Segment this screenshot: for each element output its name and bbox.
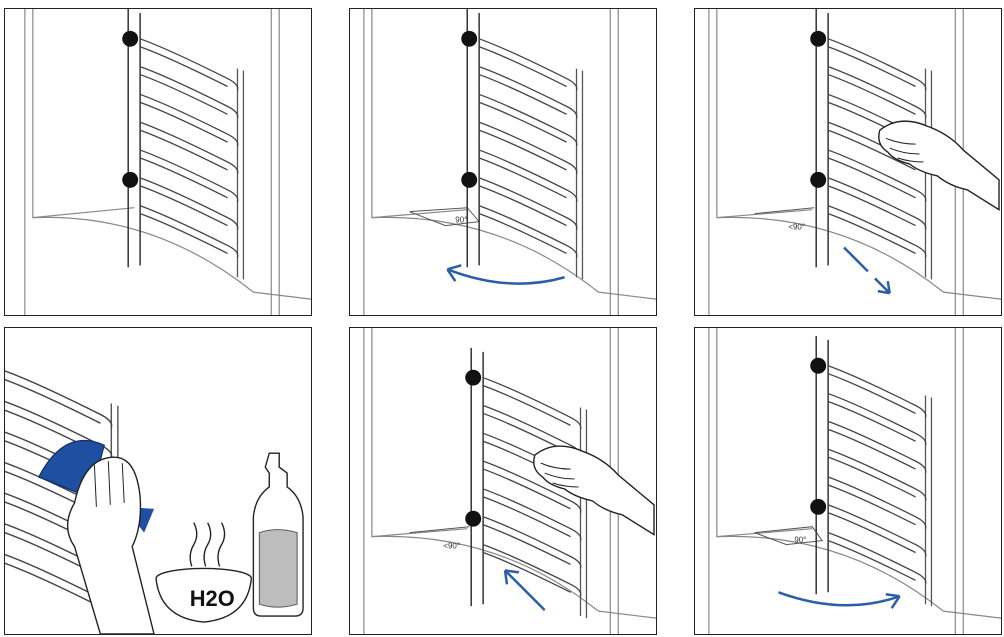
angle-label: 90°: [794, 536, 806, 545]
step-5-illustration: <90°: [363, 328, 656, 634]
step-2-illustration: 90°: [363, 9, 656, 315]
step-6-panel: 90°: [694, 327, 1002, 635]
step-2-panel: 90°: [349, 8, 657, 316]
detergent-bottle-icon: [252, 452, 304, 617]
pull-arrow: [843, 246, 891, 295]
angle-label: 90°: [455, 216, 467, 225]
step-3-panel: <90°: [694, 8, 1002, 316]
step-4-illustration: H2O: [5, 337, 304, 634]
step-3-illustration: <90°: [708, 9, 1001, 315]
step-5-panel: <90°: [349, 327, 657, 635]
push-arrow: [504, 569, 546, 612]
water-label: H2O: [190, 586, 235, 611]
rotate-arrow: [446, 268, 565, 285]
step-1-panel: [4, 8, 312, 316]
hand-icon: [878, 120, 1000, 211]
step-1-illustration: [24, 9, 311, 315]
angle-label: <90°: [443, 542, 460, 551]
angle-label: <90°: [788, 223, 805, 232]
hand-icon: [533, 445, 655, 536]
rotate-arrow: [778, 591, 901, 607]
step-6-illustration: 90°: [708, 328, 1001, 634]
step-4-panel: H2O: [4, 327, 312, 635]
water-bowl-icon: H2O: [155, 522, 253, 623]
